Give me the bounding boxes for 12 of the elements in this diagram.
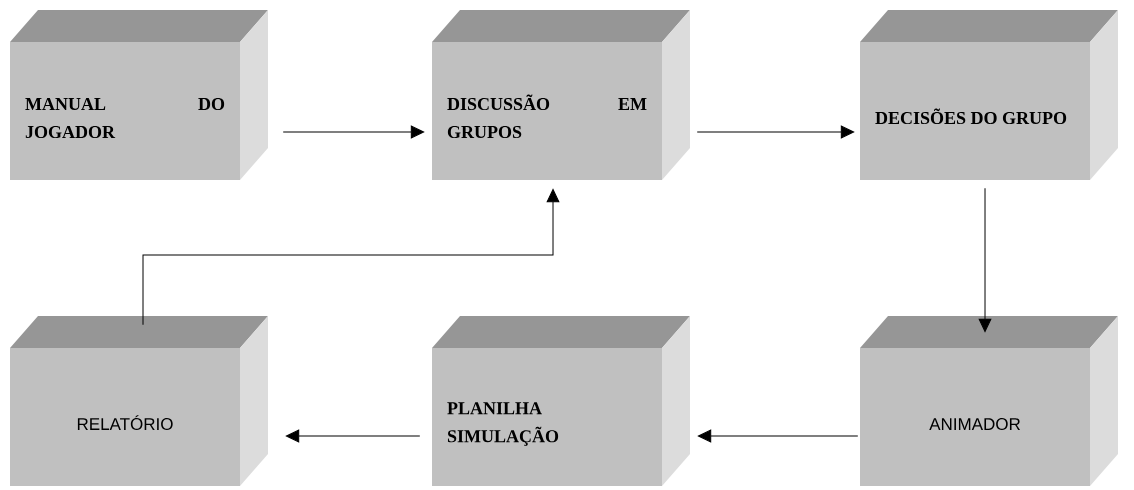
cube-box: MANUAL DO JOGADOR [10,10,268,180]
arrow [696,125,855,139]
cube-box: DISCUSSÃO EM GRUPOS [432,10,690,180]
cube-box: PLANILHA SIMULAÇÃO [432,316,690,486]
cube-box: ANIMADOR [860,316,1118,486]
arrow [697,429,859,443]
arrow [282,125,425,139]
arrow [285,429,421,443]
arrow [978,187,992,333]
cube-box: RELATÓRIO [10,316,268,486]
cube-box: DECISÕES DO GRUPO [860,10,1118,180]
arrow [142,188,560,326]
